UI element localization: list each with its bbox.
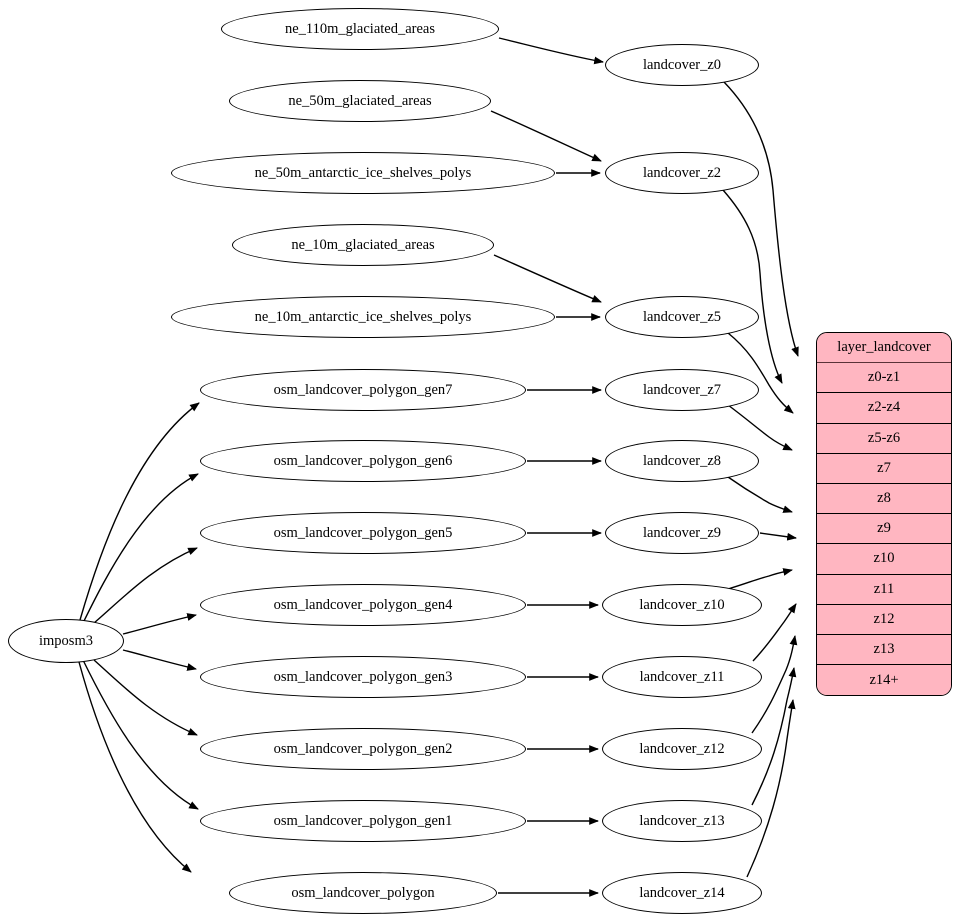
node-label: ne_10m_antarctic_ice_shelves_polys (254, 308, 472, 325)
layer-landcover-table[interactable]: layer_landcover z0-z1 z2-z4 z5-z6 z7 z8 … (816, 332, 952, 697)
node-label: osm_landcover_polygon_gen6 (273, 452, 453, 469)
node-ne-10m-antarctic-ice-shelves-polys[interactable]: ne_10m_antarctic_ice_shelves_polys (171, 296, 555, 338)
table-row-z13[interactable]: z13 (817, 634, 951, 666)
node-label: ne_110m_glaciated_areas (284, 20, 436, 37)
edge-imposm3-gen6 (82, 473, 199, 624)
table-cell-label: z11 (873, 580, 895, 597)
table-row-z2-z4[interactable]: z2-z4 (817, 393, 951, 424)
edge-z7-row3 (727, 404, 793, 451)
edge-imposm3-gen5 (93, 547, 198, 624)
node-label: landcover_z12 (639, 740, 725, 757)
node-label: osm_landcover_polygon_gen5 (273, 524, 453, 541)
node-landcover-z0[interactable]: landcover_z0 (605, 44, 759, 86)
node-imposm3[interactable]: imposm3 (8, 619, 124, 663)
edge-z11-row7 (752, 603, 797, 662)
node-osm-landcover-polygon-gen1[interactable]: osm_landcover_polygon_gen1 (200, 800, 526, 842)
node-ne-110m-glaciated-areas[interactable]: ne_110m_glaciated_areas (221, 8, 499, 50)
edge-imposm3-gen4 (122, 613, 197, 635)
node-osm-landcover-polygon[interactable]: osm_landcover_polygon (229, 872, 497, 914)
node-label: landcover_z10 (639, 596, 725, 613)
table-cell-label: z12 (873, 610, 895, 627)
node-label: landcover_z8 (642, 452, 722, 469)
edge-imposm3-poly (78, 661, 192, 873)
table-row-z10[interactable]: z10 (817, 544, 951, 575)
table-cell-label: z8 (877, 490, 891, 507)
table-row-z12[interactable]: z12 (817, 604, 951, 635)
node-landcover-z2[interactable]: landcover_z2 (605, 152, 759, 194)
edge-z13-row9 (751, 667, 797, 806)
edge-ne50g-z2 (490, 110, 602, 162)
node-osm-landcover-polygon-gen7[interactable]: osm_landcover_polygon_gen7 (200, 369, 526, 411)
node-label: osm_landcover_polygon_gen1 (273, 812, 453, 829)
node-label: landcover_z2 (642, 164, 722, 181)
node-landcover-z13[interactable]: landcover_z13 (602, 800, 762, 842)
node-landcover-z11[interactable]: landcover_z11 (602, 656, 762, 698)
table-row-z8[interactable]: z8 (817, 483, 951, 515)
node-label: osm_landcover_polygon_gen4 (273, 596, 453, 613)
table-cell-label: z2-z4 (867, 399, 901, 416)
edge-z10-row6 (727, 568, 793, 590)
node-landcover-z12[interactable]: landcover_z12 (602, 728, 762, 770)
table-row-z7[interactable]: z7 (817, 453, 951, 484)
table-row-z14-plus[interactable]: z14+ (817, 665, 951, 696)
node-landcover-z9[interactable]: landcover_z9 (605, 512, 759, 554)
table-cell-label: z14+ (869, 671, 899, 688)
node-landcover-z8[interactable]: landcover_z8 (605, 440, 759, 482)
node-label: landcover_z5 (642, 308, 722, 325)
node-label: osm_landcover_polygon_gen3 (273, 668, 453, 685)
node-label: landcover_z11 (639, 668, 725, 685)
edge-z9-row5 (759, 532, 797, 541)
node-osm-landcover-polygon-gen6[interactable]: osm_landcover_polygon_gen6 (200, 440, 526, 482)
table-row-z11[interactable]: z11 (817, 574, 951, 605)
node-label: osm_landcover_polygon_gen7 (273, 381, 453, 398)
node-label: landcover_z0 (642, 56, 722, 73)
table-cell-label: z10 (873, 550, 895, 567)
table-cell-label: z7 (877, 459, 891, 476)
table-cell-label: z13 (873, 640, 895, 657)
node-landcover-z10[interactable]: landcover_z10 (602, 584, 762, 626)
node-label: osm_landcover_polygon (291, 884, 435, 901)
node-label: ne_50m_glaciated_areas (288, 92, 432, 109)
edge-z2-row1 (722, 189, 783, 384)
edge-z8-row4 (727, 476, 793, 513)
node-label: ne_50m_antarctic_ice_shelves_polys (254, 164, 472, 181)
node-landcover-z7[interactable]: landcover_z7 (605, 369, 759, 411)
node-label: imposm3 (39, 632, 93, 649)
node-osm-landcover-polygon-gen5[interactable]: osm_landcover_polygon_gen5 (200, 512, 526, 554)
node-label: landcover_z7 (642, 381, 722, 398)
edge-imposm3-gen1 (82, 659, 199, 810)
edge-ne110-z0 (498, 37, 604, 65)
node-ne-50m-glaciated-areas[interactable]: ne_50m_glaciated_areas (229, 80, 491, 122)
table-row-z5-z6[interactable]: z5-z6 (817, 423, 951, 454)
node-label: landcover_z13 (639, 812, 725, 829)
node-ne-10m-glaciated-areas[interactable]: ne_10m_glaciated_areas (232, 224, 494, 266)
node-label: landcover_z9 (642, 524, 722, 541)
edge-z12-row8 (751, 635, 798, 734)
table-header: layer_landcover (817, 333, 951, 364)
node-label: landcover_z14 (639, 884, 725, 901)
table-cell-label: z5-z6 (867, 429, 901, 446)
edge-imposm3-gen3 (122, 649, 197, 671)
edge-imposm3-gen7 (79, 402, 200, 621)
edge-z14-row10 (746, 699, 796, 878)
table-cell-label: z0-z1 (867, 369, 901, 386)
edge-ne10g-z5 (493, 254, 602, 303)
edge-imposm3-gen2 (93, 659, 198, 736)
table-row-z9[interactable]: z9 (817, 514, 951, 545)
node-osm-landcover-polygon-gen4[interactable]: osm_landcover_polygon_gen4 (200, 584, 526, 626)
table-cell-label: z9 (877, 520, 891, 537)
node-osm-landcover-polygon-gen3[interactable]: osm_landcover_polygon_gen3 (200, 656, 526, 698)
node-landcover-z14[interactable]: landcover_z14 (602, 872, 762, 914)
node-label: osm_landcover_polygon_gen2 (273, 740, 453, 757)
node-osm-landcover-polygon-gen2[interactable]: osm_landcover_polygon_gen2 (200, 728, 526, 770)
node-label: ne_10m_glaciated_areas (291, 236, 435, 253)
node-ne-50m-antarctic-ice-shelves-polys[interactable]: ne_50m_antarctic_ice_shelves_polys (171, 152, 555, 194)
table-row-z0-z1[interactable]: z0-z1 (817, 363, 951, 394)
node-landcover-z5[interactable]: landcover_z5 (605, 296, 759, 338)
table-header-label: layer_landcover (837, 339, 931, 356)
